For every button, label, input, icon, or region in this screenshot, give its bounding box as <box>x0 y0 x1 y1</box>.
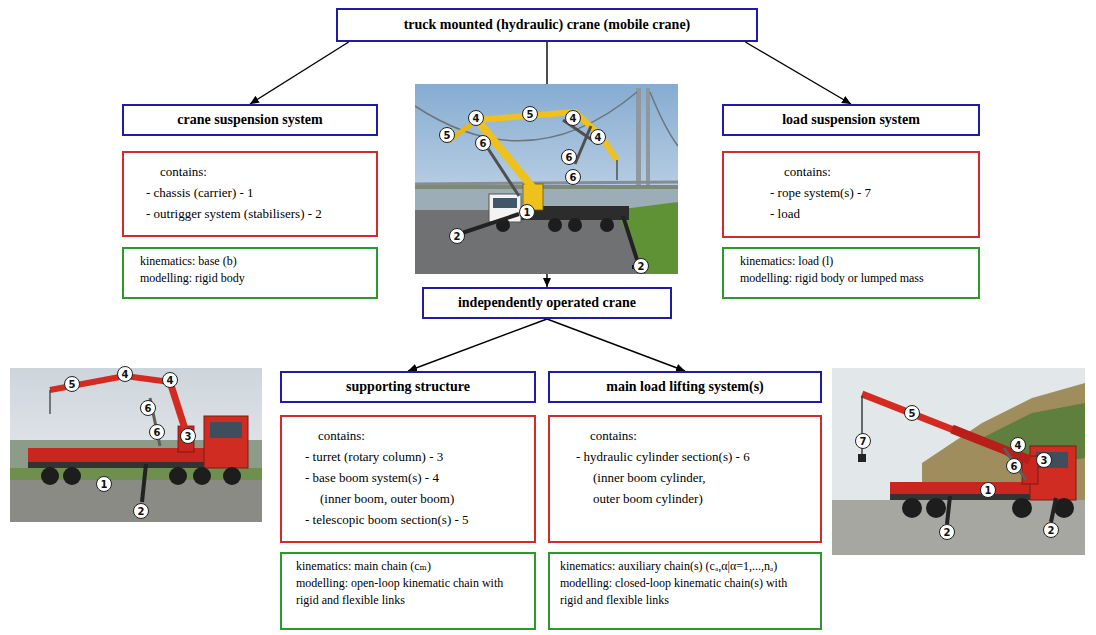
box-text: - base boom system(s) - 4 <box>305 467 526 488</box>
callout-number: 1 <box>519 204 535 220</box>
box-heading: load suspension system <box>782 112 920 128</box>
box-text: - hydraulic cylinder section(s) - 6 <box>576 446 812 467</box>
heading-box: crane suspension system <box>122 104 378 136</box>
model-box: kinematics: base (b)modelling: rigid bod… <box>122 247 378 299</box>
callout-number: 5 <box>64 376 80 392</box>
box-text: kinematics: main chain (cₘ) <box>296 558 528 575</box>
ground <box>832 500 1085 555</box>
callout-number: 2 <box>133 503 149 519</box>
box-heading: independently operated crane <box>458 295 636 311</box>
heading-box: supporting structure <box>280 371 536 403</box>
contents-box: contains:- turret (rotary column) - 3- b… <box>280 415 536 543</box>
connector-arrow <box>250 42 349 104</box>
crane-boom <box>858 394 1038 484</box>
box-text: - rope system(s) - 7 <box>770 182 970 203</box>
bridge <box>415 88 678 198</box>
callout-number: 5 <box>904 405 920 421</box>
box-text: (inner boom cylinder, outer boom cylinde… <box>593 467 733 509</box>
sky <box>415 84 678 274</box>
callout-number: 4 <box>162 372 178 388</box>
sky <box>10 368 262 522</box>
callout-number: 4 <box>565 110 581 126</box>
box-text: contains: <box>784 161 970 182</box>
box-text: modelling: closed-loop kinematic chain(s… <box>560 575 805 609</box>
contents-box: contains:- hydraulic cylinder section(s)… <box>548 415 822 543</box>
model-box: kinematics: auxiliary chain(s) (cₐ,α|α=1… <box>548 552 822 630</box>
box-heading: truck mounted (hydraulic) crane (mobile … <box>404 17 691 33</box>
box-text: contains: <box>590 425 812 446</box>
callout-number: 7 <box>855 433 871 449</box>
truck <box>28 416 248 502</box>
callout-number: 1 <box>96 476 112 492</box>
callout-number: 5 <box>439 127 455 143</box>
box-text: (inner boom, outer boom) <box>320 488 526 509</box>
heading-box: independently operated crane <box>422 287 672 319</box>
model-box: kinematics: load (l)modelling: rigid bod… <box>722 247 980 299</box>
truck <box>451 194 646 269</box>
box-text: - chassis (carrier) - 1 <box>146 182 368 203</box>
callout-number: 5 <box>522 106 538 122</box>
callout-number: 2 <box>939 524 955 540</box>
box-text: kinematics: load (l) <box>740 253 972 270</box>
connector-arrow <box>547 319 685 371</box>
crane-photo <box>10 368 262 522</box>
heading-box: truck mounted (hydraulic) crane (mobile … <box>336 8 758 42</box>
callout-number: 2 <box>1043 522 1059 538</box>
box-heading: supporting structure <box>346 379 470 395</box>
callout-number: 4 <box>468 110 484 126</box>
callout-number: 4 <box>117 366 133 382</box>
callout-number: 3 <box>180 428 196 444</box>
contents-box: contains:- rope system(s) - 7- load <box>722 151 980 238</box>
heading-box: load suspension system <box>722 104 980 136</box>
model-box: kinematics: main chain (cₘ)modelling: op… <box>280 552 536 630</box>
callout-number: 6 <box>565 169 581 185</box>
box-text: - turret (rotary column) - 3 <box>305 446 526 467</box>
box-text: contains: <box>160 161 368 182</box>
heading-box: main load lifting system(s) <box>548 371 822 403</box>
box-text: contains: <box>318 425 526 446</box>
box-text: - load <box>770 203 970 224</box>
callout-number: 6 <box>140 400 156 416</box>
box-text: kinematics: base (b) <box>140 253 370 270</box>
callout-number: 2 <box>449 228 465 244</box>
callout-number: 4 <box>590 129 606 145</box>
box-text: kinematics: auxiliary chain(s) (cₐ,α|α=1… <box>560 558 814 575</box>
box-text: modelling: open-loop kinematic chain wit… <box>296 575 528 609</box>
box-text: - outrigger system (stabilisers) - 2 <box>146 203 368 224</box>
connector-arrow <box>408 319 547 371</box>
sky <box>832 368 1085 555</box>
box-text: - telescopic boom section(s) - 5 <box>305 509 526 530</box>
box-text: modelling: rigid body <box>140 270 370 287</box>
callout-number: 4 <box>1010 437 1026 453</box>
callout-number: 3 <box>1036 452 1052 468</box>
shore <box>415 185 678 189</box>
callout-number: 6 <box>475 135 491 151</box>
truck <box>890 446 1076 524</box>
callout-number: 2 <box>633 258 649 274</box>
box-heading: crane suspension system <box>177 112 322 128</box>
callout-number: 1 <box>980 482 996 498</box>
box-heading: main load lifting system(s) <box>606 379 764 395</box>
crane-boom <box>447 112 617 210</box>
callout-number: 6 <box>1006 458 1022 474</box>
contents-box: contains:- chassis (carrier) - 1- outrig… <box>122 151 378 237</box>
road <box>10 480 262 522</box>
connector-arrow <box>745 42 851 104</box>
callout-number: 6 <box>149 424 165 440</box>
crane-photo <box>415 84 678 274</box>
box-text: modelling: rigid body or lumped mass <box>740 270 972 287</box>
callout-number: 6 <box>561 149 577 165</box>
